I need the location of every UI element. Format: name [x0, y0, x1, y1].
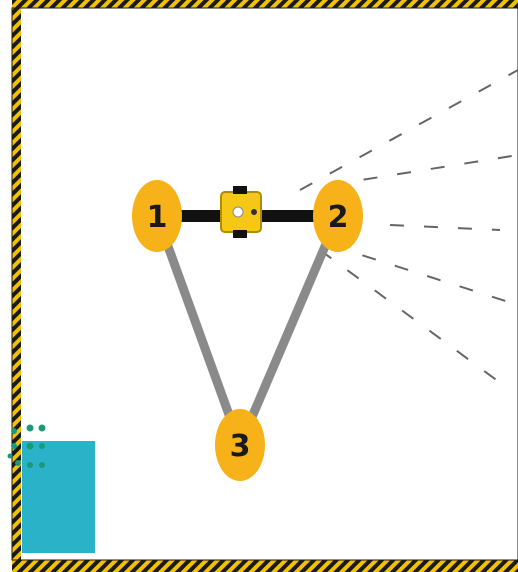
node-3[interactable]: 3: [215, 409, 265, 481]
node-circle: [215, 409, 265, 481]
robot-icon[interactable]: [220, 186, 262, 238]
sensor-rays-icon: [299, 69, 518, 391]
dots-icon: [7, 424, 46, 468]
node-label: 3: [230, 429, 251, 464]
edge-2-3: [235, 214, 343, 447]
node-circle: [132, 180, 182, 252]
node-label: 2: [328, 200, 349, 235]
node-circle: [313, 180, 363, 252]
node-1[interactable]: 1: [132, 180, 182, 252]
node-2[interactable]: 2: [313, 180, 363, 252]
graph-nodes: 1 2 3: [132, 180, 363, 481]
graph-edges: [152, 210, 343, 447]
target-zone-icon: [7, 424, 95, 553]
node-label: 1: [147, 200, 168, 235]
arena-border: [11, 0, 518, 572]
edge-1-3: [152, 214, 245, 447]
